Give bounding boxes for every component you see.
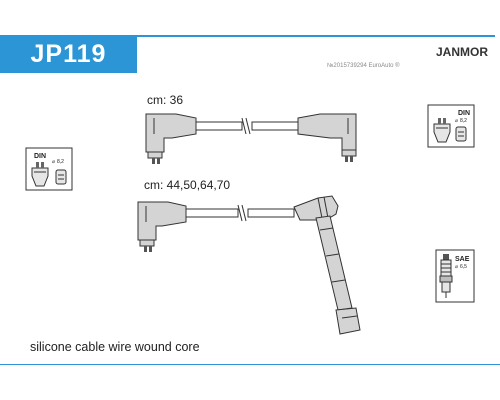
left-din-label: DIN [34,153,46,160]
top-cable [145,113,357,164]
sae-diameter: 6,5 [460,264,467,270]
left-din-diameter: 8,2 [57,159,64,165]
top-right-boot [297,113,357,162]
middle-cable [137,195,361,335]
svg-text:⌀: ⌀ [455,264,458,270]
part-number-badge: JP119 [0,35,137,73]
right-din-label: DIN [458,110,470,117]
spark-plug-boot [293,195,361,335]
right-din-diameter: 8,2 [460,118,467,124]
spark-plug-icon: SAE ⌀ 6,5 [435,249,475,303]
header-rule [137,35,495,37]
cable-length-label-middle: cm: 44,50,64,70 [144,178,231,192]
cable-description: silicone cable wire wound core [30,340,200,354]
distributor-cap-icon-left: DIN ⌀ 8,2 [25,147,73,191]
svg-text:⌀: ⌀ [455,118,458,124]
sae-label: SAE [455,256,470,263]
middle-left-boot [137,201,187,252]
top-left-boot [145,113,197,164]
brand-name: JANMOR [435,45,488,59]
distributor-cap-icon-right: DIN ⌀ 8,2 [427,104,475,148]
footer-rule [0,364,500,365]
watermark-text: №2015739294 EuroAuto ® [327,63,400,69]
svg-text:⌀: ⌀ [52,159,55,165]
cable-length-label-top: cm: 36 [147,93,184,107]
